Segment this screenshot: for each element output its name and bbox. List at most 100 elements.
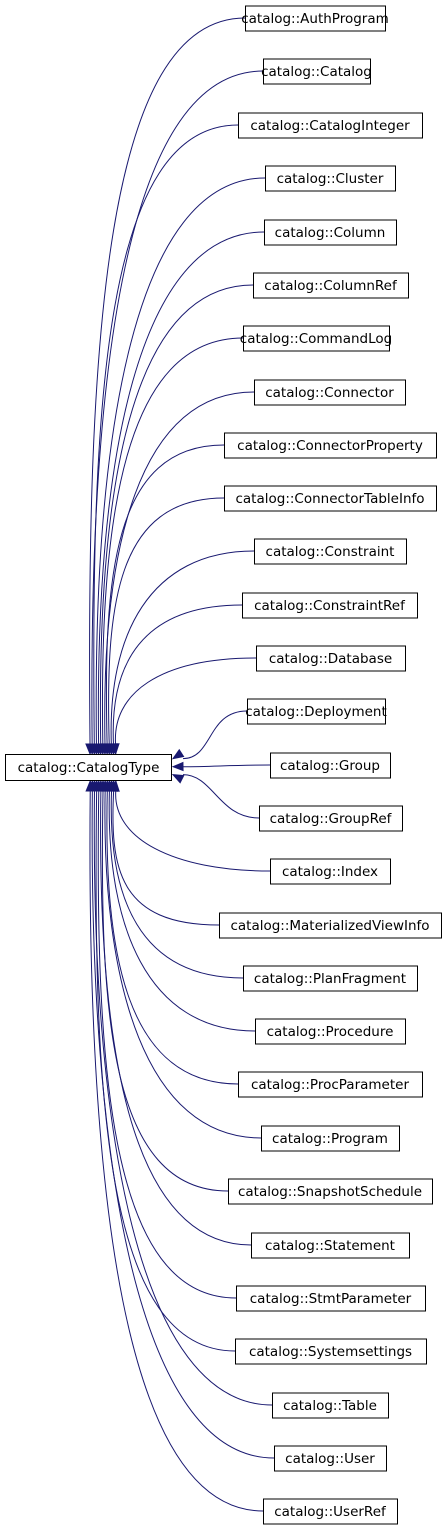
- class-node-systemsettings[interactable]: catalog::Systemsettings: [235, 1338, 427, 1365]
- edge-cluster: [95, 177, 266, 746]
- edge-group: [182, 764, 271, 768]
- edge-statement: [100, 789, 252, 1246]
- class-label-authprogram: catalog::AuthProgram: [241, 11, 389, 27]
- edge-procparameter: [106, 789, 239, 1085]
- edge-cataloginteger: [93, 124, 239, 746]
- class-node-cataloginteger[interactable]: catalog::CatalogInteger: [238, 112, 423, 139]
- class-node-connectortableinfo[interactable]: catalog::ConnectorTableInfo: [224, 485, 437, 512]
- class-box-groupref: [259, 805, 403, 832]
- class-box-cataloginteger: [238, 112, 423, 139]
- class-box-user: [274, 1445, 387, 1472]
- class-box-constraint: [254, 538, 407, 565]
- class-label-connector: catalog::Connector: [265, 385, 394, 401]
- edge-commandlog: [101, 337, 244, 746]
- class-label-statement: catalog::Statement: [265, 1238, 395, 1254]
- edge-connectorproperty: [105, 444, 225, 746]
- class-node-columnref[interactable]: catalog::ColumnRef: [253, 272, 409, 299]
- edge-constraint: [110, 550, 255, 746]
- edge-deployment: [182, 710, 248, 760]
- class-node-database[interactable]: catalog::Database: [256, 645, 406, 672]
- edge-catalog: [91, 70, 264, 746]
- class-node-stmtparameter[interactable]: catalog::StmtParameter: [236, 1285, 426, 1312]
- class-node-statement[interactable]: catalog::Statement: [251, 1232, 410, 1259]
- class-node-catalog[interactable]: catalog::Catalog: [261, 58, 372, 85]
- class-label-database: catalog::Database: [269, 651, 392, 667]
- arrowhead-deployment: [171, 748, 185, 760]
- class-label-groupref: catalog::GroupRef: [270, 811, 393, 827]
- class-label-userref: catalog::UserRef: [274, 1504, 387, 1520]
- inheritance-edges: [85, 17, 275, 1512]
- class-node-column[interactable]: catalog::Column: [264, 219, 397, 246]
- class-label-connectortableinfo: catalog::ConnectorTableInfo: [235, 491, 424, 507]
- class-label-constraint: catalog::Constraint: [266, 544, 395, 560]
- edge-groupref: [182, 774, 260, 819]
- class-node-constraintref[interactable]: catalog::ConstraintRef: [242, 592, 418, 619]
- class-label-planfragment: catalog::PlanFragment: [254, 971, 406, 987]
- edge-stmtparameter: [97, 789, 237, 1299]
- class-node-procparameter[interactable]: catalog::ProcParameter: [238, 1071, 423, 1098]
- edge-planfragment: [110, 789, 244, 979]
- class-box-table: [272, 1392, 389, 1419]
- class-node-groupref[interactable]: catalog::GroupRef: [259, 805, 403, 832]
- class-label-procparameter: catalog::ProcParameter: [251, 1077, 409, 1093]
- edge-authprogram: [89, 17, 246, 746]
- class-label-columnref: catalog::ColumnRef: [264, 278, 398, 294]
- class-label-deployment: catalog::Deployment: [245, 704, 387, 720]
- class-node-table[interactable]: catalog::Table: [272, 1392, 389, 1419]
- class-box-userref: [263, 1498, 398, 1525]
- class-node-deployment[interactable]: catalog::Deployment: [245, 698, 387, 725]
- class-node-userref[interactable]: catalog::UserRef: [263, 1498, 398, 1525]
- class-label-snapshotschedule: catalog::SnapshotSchedule: [238, 1184, 422, 1200]
- class-node-group[interactable]: catalog::Group: [270, 752, 391, 779]
- class-node-authprogram[interactable]: catalog::AuthProgram: [241, 5, 389, 32]
- class-node-cluster[interactable]: catalog::Cluster: [265, 165, 396, 192]
- edge-program: [104, 789, 262, 1139]
- edge-constraintref: [112, 604, 243, 746]
- class-node-snapshotschedule[interactable]: catalog::SnapshotSchedule: [228, 1178, 433, 1205]
- class-box-connectorproperty: [224, 432, 437, 459]
- class-label-connectorproperty: catalog::ConnectorProperty: [237, 438, 423, 454]
- base-class-node[interactable]: catalog::CatalogType: [5, 754, 172, 781]
- class-box-cluster: [265, 165, 396, 192]
- edge-procedure: [108, 789, 256, 1032]
- edge-materializedviewinfo: [112, 789, 220, 926]
- class-box-connector: [254, 379, 406, 406]
- edge-index: [115, 789, 271, 872]
- class-box-procedure: [255, 1018, 406, 1045]
- class-box-program: [261, 1125, 400, 1152]
- class-box-connectortableinfo: [224, 485, 437, 512]
- class-label-catalog: catalog::Catalog: [261, 64, 372, 80]
- class-label-index: catalog::Index: [282, 864, 378, 880]
- class-label-procedure: catalog::Procedure: [267, 1024, 394, 1040]
- edge-database: [115, 657, 257, 746]
- edge-columnref: [99, 284, 254, 746]
- class-node-materializedviewinfo[interactable]: catalog::MaterializedViewInfo: [219, 912, 442, 939]
- edge-connector: [104, 391, 255, 746]
- class-node-program[interactable]: catalog::Program: [261, 1125, 400, 1152]
- class-box-database: [256, 645, 406, 672]
- edge-connectortableinfo: [108, 497, 225, 746]
- class-label-table: catalog::Table: [283, 1398, 377, 1414]
- edge-snapshotschedule: [101, 789, 229, 1192]
- class-box-statement: [251, 1232, 410, 1259]
- class-node-planfragment[interactable]: catalog::PlanFragment: [243, 965, 418, 992]
- edge-column: [97, 231, 265, 746]
- class-node-commandlog[interactable]: catalog::CommandLog: [240, 325, 392, 352]
- arrowhead-database: [110, 743, 120, 756]
- class-node-connectorproperty[interactable]: catalog::ConnectorProperty: [224, 432, 437, 459]
- class-node-user[interactable]: catalog::User: [274, 1445, 387, 1472]
- arrowhead-groupref: [171, 774, 185, 784]
- class-node-connector[interactable]: catalog::Connector: [254, 379, 406, 406]
- class-node-index[interactable]: catalog::Index: [270, 858, 391, 885]
- class-label-program: catalog::Program: [272, 1131, 388, 1147]
- class-node-procedure[interactable]: catalog::Procedure: [255, 1018, 406, 1045]
- base-class-box: [5, 754, 172, 781]
- class-label-materializedviewinfo: catalog::MaterializedViewInfo: [230, 918, 429, 934]
- class-label-cluster: catalog::Cluster: [277, 171, 384, 187]
- class-label-constraintref: catalog::ConstraintRef: [254, 598, 406, 614]
- class-label-commandlog: catalog::CommandLog: [240, 331, 392, 347]
- class-box-procparameter: [238, 1071, 423, 1098]
- class-node-constraint[interactable]: catalog::Constraint: [254, 538, 407, 565]
- class-label-group: catalog::Group: [280, 758, 380, 774]
